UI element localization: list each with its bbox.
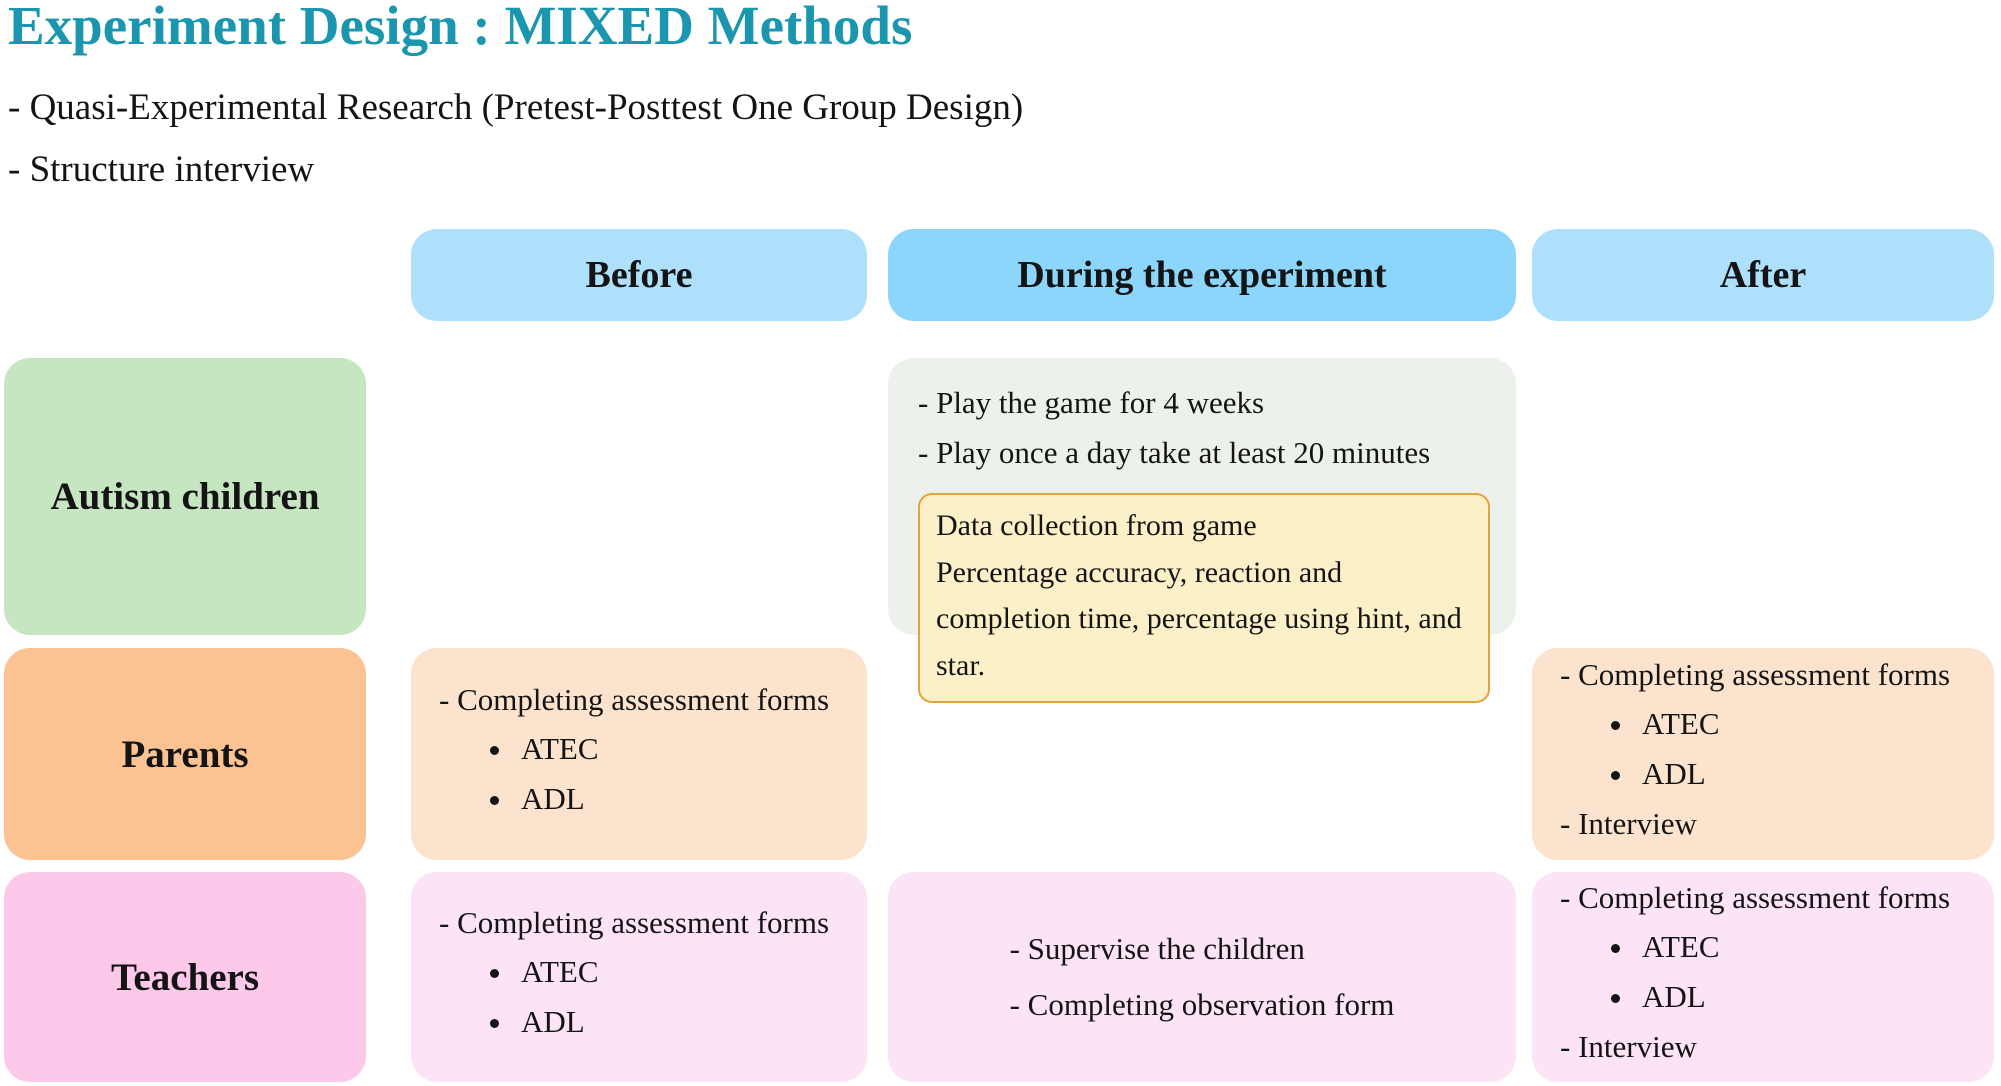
cell-line: - Interview xyxy=(1560,805,1697,841)
row-label-autism-children: Autism children xyxy=(4,358,366,635)
page-title: Experiment Design : MIXED Methods xyxy=(8,0,913,56)
bullet-list: ATEC ADL xyxy=(439,947,847,1046)
row-label-parents: Parents xyxy=(4,648,366,860)
bullet-item: ATEC xyxy=(1636,699,1974,749)
cell-autism-during: - Play the game for 4 weeks - Play once … xyxy=(888,358,1516,704)
cell-parents-before: - Completing assessment forms ATEC ADL xyxy=(411,648,867,860)
cell-line: - Completing assessment forms xyxy=(439,681,830,717)
cell-parents-after: - Completing assessment forms ATEC ADL -… xyxy=(1532,648,1994,860)
cell-line: - Completing assessment forms xyxy=(1560,656,1951,692)
bullet-item: ADL xyxy=(515,774,847,824)
bullet-item: ADL xyxy=(1636,972,1974,1022)
cell-line: - Completing assessment forms xyxy=(1560,879,1951,915)
bullet-list: ATEC ADL xyxy=(1560,922,1974,1021)
cell-line: - Play the game for 4 weeks xyxy=(918,385,1265,420)
cell-line: - Completing assessment forms xyxy=(439,904,830,940)
bullet-item: ATEC xyxy=(515,947,847,997)
bullet-list: ATEC ADL xyxy=(439,724,847,823)
centered-text-block: - Supervise the children - Completing ob… xyxy=(1010,921,1395,1033)
data-collection-callout: Data collection from game Percentage acc… xyxy=(918,493,1490,704)
cell-line: - Supervise the children xyxy=(1009,931,1305,967)
subtitle-line-1: - Quasi-Experimental Research (Pretest-P… xyxy=(8,87,1024,128)
bullet-item: ATEC xyxy=(1636,922,1974,972)
column-header-after: After xyxy=(1532,229,1994,321)
cell-line: - Completing observation form xyxy=(1009,987,1395,1022)
cell-teachers-during: - Supervise the children - Completing ob… xyxy=(888,872,1516,1082)
bullet-item: ATEC xyxy=(515,724,847,774)
bullet-item: ADL xyxy=(515,997,847,1047)
cell-line: - Play once a day take at least 20 minut… xyxy=(918,434,1431,470)
cell-line: - Interview xyxy=(1560,1028,1697,1064)
callout-line: Percentage accuracy, reaction and comple… xyxy=(936,555,1462,682)
subtitle-line-2: - Structure interview xyxy=(8,149,315,190)
callout-line: Data collection from game xyxy=(936,509,1257,543)
bullet-item: ADL xyxy=(1636,749,1974,799)
column-header-before: Before xyxy=(411,229,867,321)
column-header-during: During the experiment xyxy=(888,229,1516,321)
cell-teachers-before: - Completing assessment forms ATEC ADL xyxy=(411,872,867,1082)
bullet-list: ATEC ADL xyxy=(1560,699,1974,798)
row-label-teachers: Teachers xyxy=(4,872,366,1082)
cell-teachers-after: - Completing assessment forms ATEC ADL -… xyxy=(1532,872,1994,1082)
